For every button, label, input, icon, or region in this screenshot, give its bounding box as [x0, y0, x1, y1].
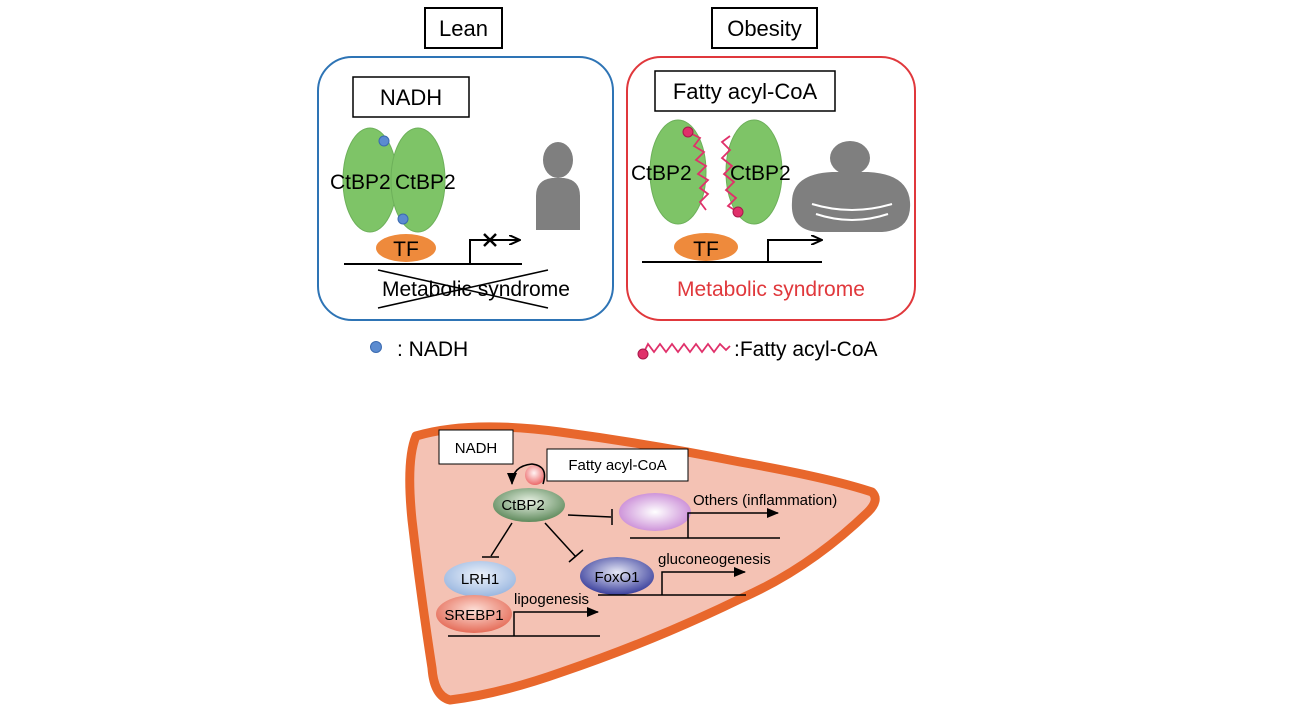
obese-person-icon: [791, 141, 911, 232]
liver-gluconeogenesis-label: gluconeogenesis: [658, 551, 771, 568]
liver-promoter-inflammation: [687, 508, 779, 538]
lean-outcome-label: Metabolic syndrome: [382, 278, 570, 301]
lean-block-x-b: [483, 233, 497, 247]
lean-nadh-dot-top: [378, 135, 390, 147]
obesity-panel-border: [626, 56, 916, 321]
liver-lrh1-shape: [444, 561, 516, 597]
obesity-tf-shape: [674, 233, 738, 261]
lean-title-box: [424, 7, 503, 49]
liver-inhibit-bar-foxo1: [568, 549, 584, 563]
lean-tf-label: TF: [393, 238, 419, 261]
liver-ctbp2-label: CtBP2: [501, 497, 544, 514]
liver-acyl-box: [546, 448, 689, 482]
liver-ctbp2-shape: [493, 488, 565, 522]
liver-srebp1-label: SREBP1: [444, 607, 503, 624]
liver-ctbp2-inhibit-inflammation: [567, 514, 612, 518]
lean-promoter-arrow: [469, 240, 520, 264]
liver-diagram: NADH Fatty acyl-CoA CtBP2 Others (inflam…: [405, 422, 880, 705]
liver-nadh-box: [438, 429, 514, 465]
liver-foxo1-label: FoxO1: [594, 569, 639, 586]
lean-tf-shape: [376, 234, 436, 262]
obesity-outcome-label: Metabolic syndrome: [677, 278, 865, 301]
liver-others-label: Others (inflammation): [693, 492, 837, 509]
obesity-acyl-box: [654, 70, 836, 112]
legend: : NADH :Fatty acyl-CoA: [370, 338, 878, 361]
liver-lrh1-label: LRH1: [461, 571, 499, 588]
lean-nadh-label: NADH: [380, 85, 442, 110]
liver-ctbp2-inhibit-foxo1: [544, 522, 577, 558]
liver-foxo1-shape: [580, 557, 654, 595]
obesity-ctbp2-left-shape: [649, 119, 707, 225]
liver-promoter-gluconeogenesis: [661, 567, 746, 595]
lean-ctbp2-left-label: CtBP2: [330, 171, 391, 194]
liver-lipogenesis-label: lipogenesis: [514, 591, 589, 608]
obesity-acyl-label: Fatty acyl-CoA: [673, 79, 818, 104]
obesity-promoter-arrow: [767, 240, 822, 262]
lean-panel-border: [317, 56, 614, 321]
lean-person-icon: [536, 142, 580, 230]
legend-acyl-chain-icon: [637, 342, 731, 360]
lean-title: Lean: [439, 16, 488, 41]
obesity-title: Obesity: [727, 16, 802, 41]
obesity-panel: Obesity Fatty acyl-CoA CtBP2 CtBP2 TF Me…: [626, 7, 916, 321]
obesity-ctbp2-left-label: CtBP2: [631, 162, 692, 185]
liver-inflammation-factor-shape: [619, 493, 691, 531]
obesity-acyl-chain-left: [682, 126, 710, 211]
liver-nadh-label: NADH: [455, 440, 498, 457]
lean-panel: Lean NADH CtBP2 CtBP2 TF Metabolic syndr…: [317, 7, 614, 321]
legend-nadh-dot: [370, 341, 382, 353]
liver-loop-arrow: [507, 463, 546, 485]
lean-nadh-box: [352, 76, 470, 118]
liver-promoter-lipogenesis: [513, 607, 599, 636]
liver-acyl-ball: [525, 465, 545, 485]
liver-ctbp2-inhibit-lrh1: [490, 522, 513, 557]
legend-nadh-label: : NADH: [397, 338, 468, 361]
obesity-tf-label: TF: [693, 238, 719, 261]
lean-ctbp2-right-shape: [390, 127, 446, 233]
obesity-ctbp2-right-label: CtBP2: [730, 162, 791, 185]
legend-acyl-label: :Fatty acyl-CoA: [734, 338, 878, 361]
lean-ctbp2-right-label: CtBP2: [395, 171, 456, 194]
obesity-title-box: [711, 7, 818, 49]
liver-srebp1-shape: [436, 595, 512, 633]
liver-acyl-label: Fatty acyl-CoA: [568, 457, 666, 474]
obesity-acyl-chain-right: [720, 135, 744, 218]
lean-cross-b: [377, 269, 549, 309]
lean-nadh-dot-bottom: [397, 213, 409, 225]
